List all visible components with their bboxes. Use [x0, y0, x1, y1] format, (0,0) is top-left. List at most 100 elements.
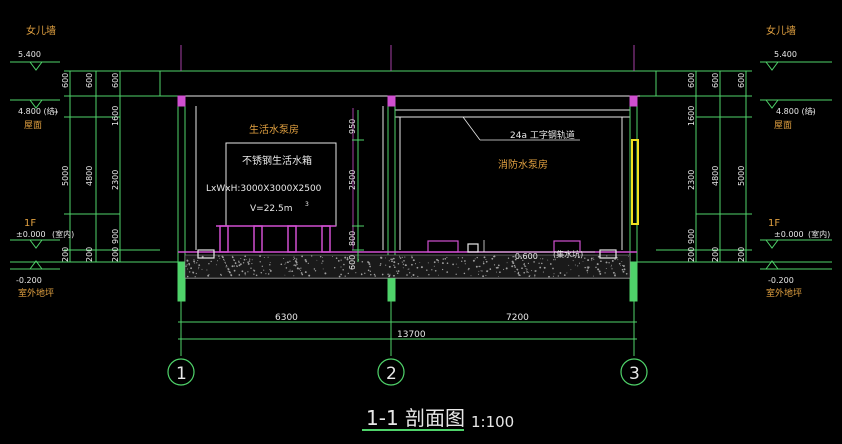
hatch-dot [614, 258, 616, 261]
hatch-dot [455, 273, 457, 275]
hatch-dot [236, 264, 238, 266]
hatch-dot [194, 262, 196, 264]
hatch-dot [599, 272, 602, 275]
hatch-dot [233, 265, 235, 267]
hatch-dot [437, 261, 439, 263]
hatch-dot [534, 274, 536, 276]
hatch-dot [333, 266, 336, 269]
left-floor-note: (室内) [52, 229, 74, 239]
hatch-dot [475, 265, 478, 268]
hatch-dot [524, 265, 526, 267]
hatch-dot [477, 273, 480, 275]
hatch-dot [525, 268, 527, 269]
hatch-dot [511, 265, 514, 268]
hatch-dot [476, 256, 478, 259]
hatch-dot [620, 265, 622, 267]
hatch-dot [552, 267, 554, 270]
hatch-dot [289, 269, 291, 271]
bottom-dim-lines [178, 300, 637, 356]
hatch-dot [568, 264, 570, 266]
hatch-dot [226, 265, 228, 267]
hatch-dot [201, 255, 204, 258]
hatch-dot [224, 261, 226, 264]
hatch-dot [493, 255, 495, 258]
hatch-dot [293, 275, 295, 277]
hatch-dot [522, 259, 524, 262]
hatch-dot [615, 273, 616, 275]
hatch-dot [480, 270, 482, 272]
hatch-dot [240, 257, 242, 260]
left-roof-elev: 4.800 (结) [18, 106, 58, 116]
hatch-dot [592, 275, 594, 277]
hatch-dot [396, 270, 398, 272]
hatch-dot [369, 270, 371, 272]
hatch-dot [528, 275, 531, 278]
downpipe [631, 139, 639, 225]
hatch-dot [411, 256, 413, 259]
hatch-dot [228, 271, 231, 274]
hatch-dot [193, 259, 195, 261]
hatch-dot [497, 264, 500, 267]
hatch-dot [479, 265, 481, 268]
hatch-dot [364, 272, 366, 274]
hatch-dot [283, 257, 285, 260]
hatch-dot [517, 272, 520, 275]
hatch-dot [578, 275, 580, 277]
equipment [197, 240, 617, 259]
hatch-dot [409, 272, 411, 274]
hatch-dot [531, 270, 533, 272]
mdim-950: 950 [348, 119, 357, 134]
rdim-5000: 5000 [737, 166, 746, 186]
axis-label-1: 1 [176, 364, 187, 384]
hatch-dot [369, 265, 371, 268]
hatch-dot [208, 274, 210, 275]
right-floor-elev: ±0.000 [774, 230, 804, 239]
hatch-dot [269, 262, 271, 264]
rdim-600c: 600 [737, 73, 746, 88]
hatch-dot [269, 264, 271, 266]
hatch-dot [215, 264, 217, 266]
hatch-dot [247, 262, 250, 265]
hatch-dot [593, 258, 595, 261]
rail-label: 24a 工字钢轨道 [510, 129, 575, 141]
hatch-dot [246, 259, 247, 260]
hatch-dot [399, 255, 401, 257]
hatch-dot [559, 272, 562, 274]
hatch-dot [598, 269, 600, 271]
hatch-dot [590, 257, 593, 260]
hatch-dot [225, 266, 227, 268]
hatch-dot [263, 269, 265, 271]
hatch-dot [478, 270, 480, 272]
drawing-scale: 1:100 [471, 413, 514, 431]
hatch-dot [296, 267, 299, 270]
hatch-dot [438, 274, 440, 276]
right-roof-label: 屋面 [774, 120, 792, 131]
hatch-dot [528, 271, 530, 273]
ldim-900: 900 [111, 229, 120, 244]
hatch-dot [417, 275, 419, 277]
hatch-dot [482, 275, 485, 278]
axis-label-2: 2 [386, 364, 397, 384]
span-1-dim: 6300 [275, 313, 298, 323]
hatch-dot [196, 262, 198, 264]
hatch-dot [552, 275, 554, 277]
hatch-dot [436, 258, 438, 261]
right-floor-note: (室内) [808, 229, 830, 239]
hatch-dot [539, 258, 541, 260]
mdim-800: 800 [348, 231, 357, 246]
hatch-dot [608, 262, 610, 264]
hatch-dot [393, 266, 396, 269]
hatch-dot [190, 267, 192, 270]
hatch-dot [251, 263, 253, 265]
hatch-dot [344, 275, 346, 277]
hatch-dot [195, 272, 197, 275]
mdim-600: 600 [348, 255, 357, 270]
hatch-dot [548, 275, 550, 278]
hatch-dot [491, 257, 494, 260]
hatch-dot [346, 258, 349, 261]
hatch-dot [186, 275, 189, 278]
hatch-dot [401, 256, 403, 258]
hatch-dot [217, 260, 218, 262]
hatch-dot [294, 264, 296, 266]
